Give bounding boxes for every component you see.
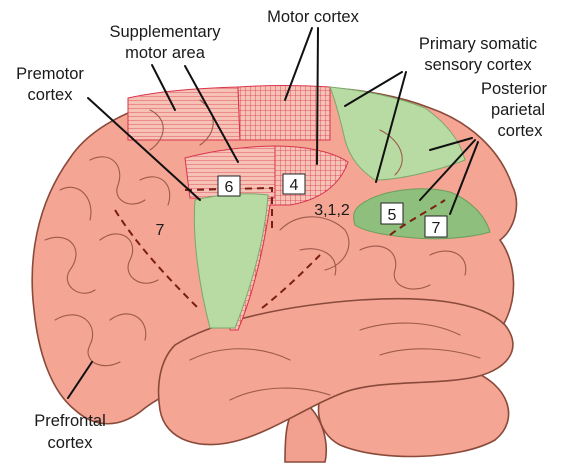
prefrontal-label-line1: Prefrontal (34, 412, 106, 430)
posterior-parietal-label-line2: parietal (491, 101, 545, 119)
area-7-parietal-box: 7 (425, 216, 447, 237)
area-6-label: 6 (225, 179, 234, 196)
premotor-label-line2: cortex (28, 86, 74, 104)
area-7-frontal-label: 7 (156, 222, 165, 239)
premotor-label-line1: Premotor (16, 65, 84, 83)
primary-somatic-label-line1: Primary somatic (419, 35, 537, 53)
supplementary-motor-area-label-line2: motor area (125, 44, 206, 62)
motor-cortex-upper-region (238, 86, 330, 141)
motor-cortex-label: Motor cortex (267, 8, 359, 26)
area-6-box: 6 (218, 176, 240, 196)
supplementary-motor-area-region (128, 87, 240, 140)
area-5-label: 5 (388, 207, 397, 224)
posterior-parietal-label-line1: Posterior (481, 80, 548, 98)
area-312-label: 3,1,2 (314, 202, 350, 219)
primary-somatic-label-line2: sensory cortex (424, 56, 532, 74)
area-5-box: 5 (381, 203, 403, 224)
prefrontal-label-line2: cortex (48, 434, 94, 452)
area-4-label: 4 (290, 177, 299, 194)
posterior-parietal-label-line3: cortex (498, 122, 544, 140)
area-4-box: 4 (283, 174, 305, 194)
supplementary-motor-area-label-line1: Supplementary (110, 23, 222, 41)
area-7-parietal-label: 7 (432, 220, 441, 237)
